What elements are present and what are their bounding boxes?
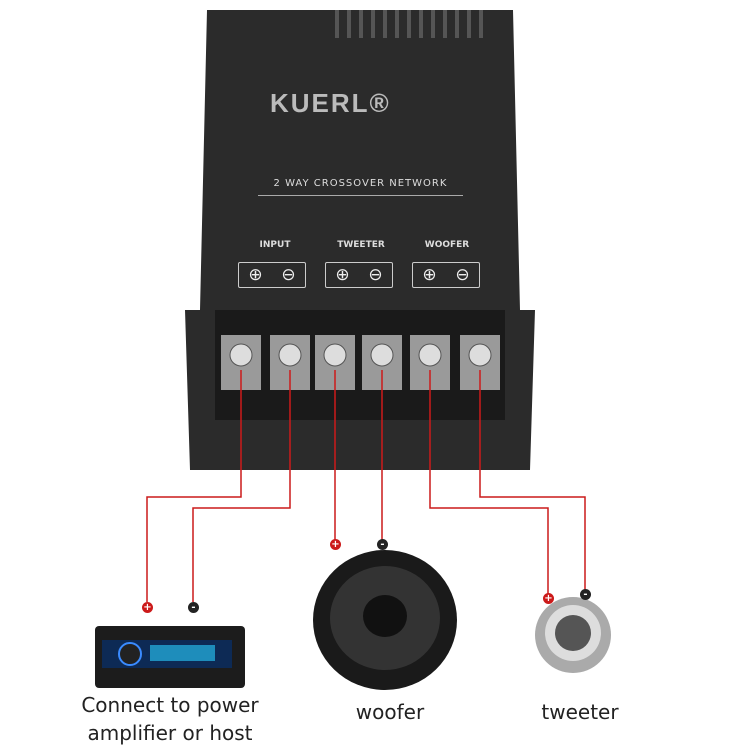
woofer-minus-marker: - [377,539,388,550]
wire-tweeter-minus [479,370,586,590]
woofer-terminal-label: WOOFER [424,240,470,250]
screw-icon [418,343,442,367]
minus-icon: ⊖ [455,265,470,285]
tweeter-polarity: ⊕⊖ [325,262,393,288]
woofer-plus-marker: + [330,539,341,550]
head-unit [95,626,245,688]
host-plus-marker: + [142,602,153,613]
tweeter-terminal-label: TWEETER [337,240,385,250]
screw-icon [229,343,253,367]
host-label-line2: amplifier or host [87,721,253,745]
screw-icon [468,343,492,367]
plus-icon: ⊕ [422,265,437,285]
host-label-line1: Connect to power [81,693,259,717]
woofer-polarity: ⊕⊖ [412,262,480,288]
brand-logo: KUERL® [270,88,391,118]
tweeter-label: tweeter [541,700,619,724]
input-polarity: ⊕⊖ [238,262,306,288]
plus-icon: ⊕ [335,265,350,285]
tweeter-minus-marker: - [580,589,591,600]
tweeter-speaker [535,597,611,673]
woofer-label: woofer [355,700,425,724]
minus-icon: ⊖ [368,265,383,285]
minus-icon: ⊖ [281,265,296,285]
wire-tweeter-plus [429,370,549,594]
tweeter-plus-marker: + [543,593,554,604]
wire-input-plus [146,370,242,602]
screw-icon [278,343,302,367]
plus-icon: ⊕ [248,265,263,285]
woofer-speaker [313,550,457,690]
host-minus-marker: - [188,602,199,613]
screw-icon [370,343,394,367]
device-title: 2 WAY CROSSOVER NETWORK [258,178,463,196]
input-label: INPUT [259,240,291,250]
screw-icon [323,343,347,367]
wire-input-minus [192,370,291,602]
